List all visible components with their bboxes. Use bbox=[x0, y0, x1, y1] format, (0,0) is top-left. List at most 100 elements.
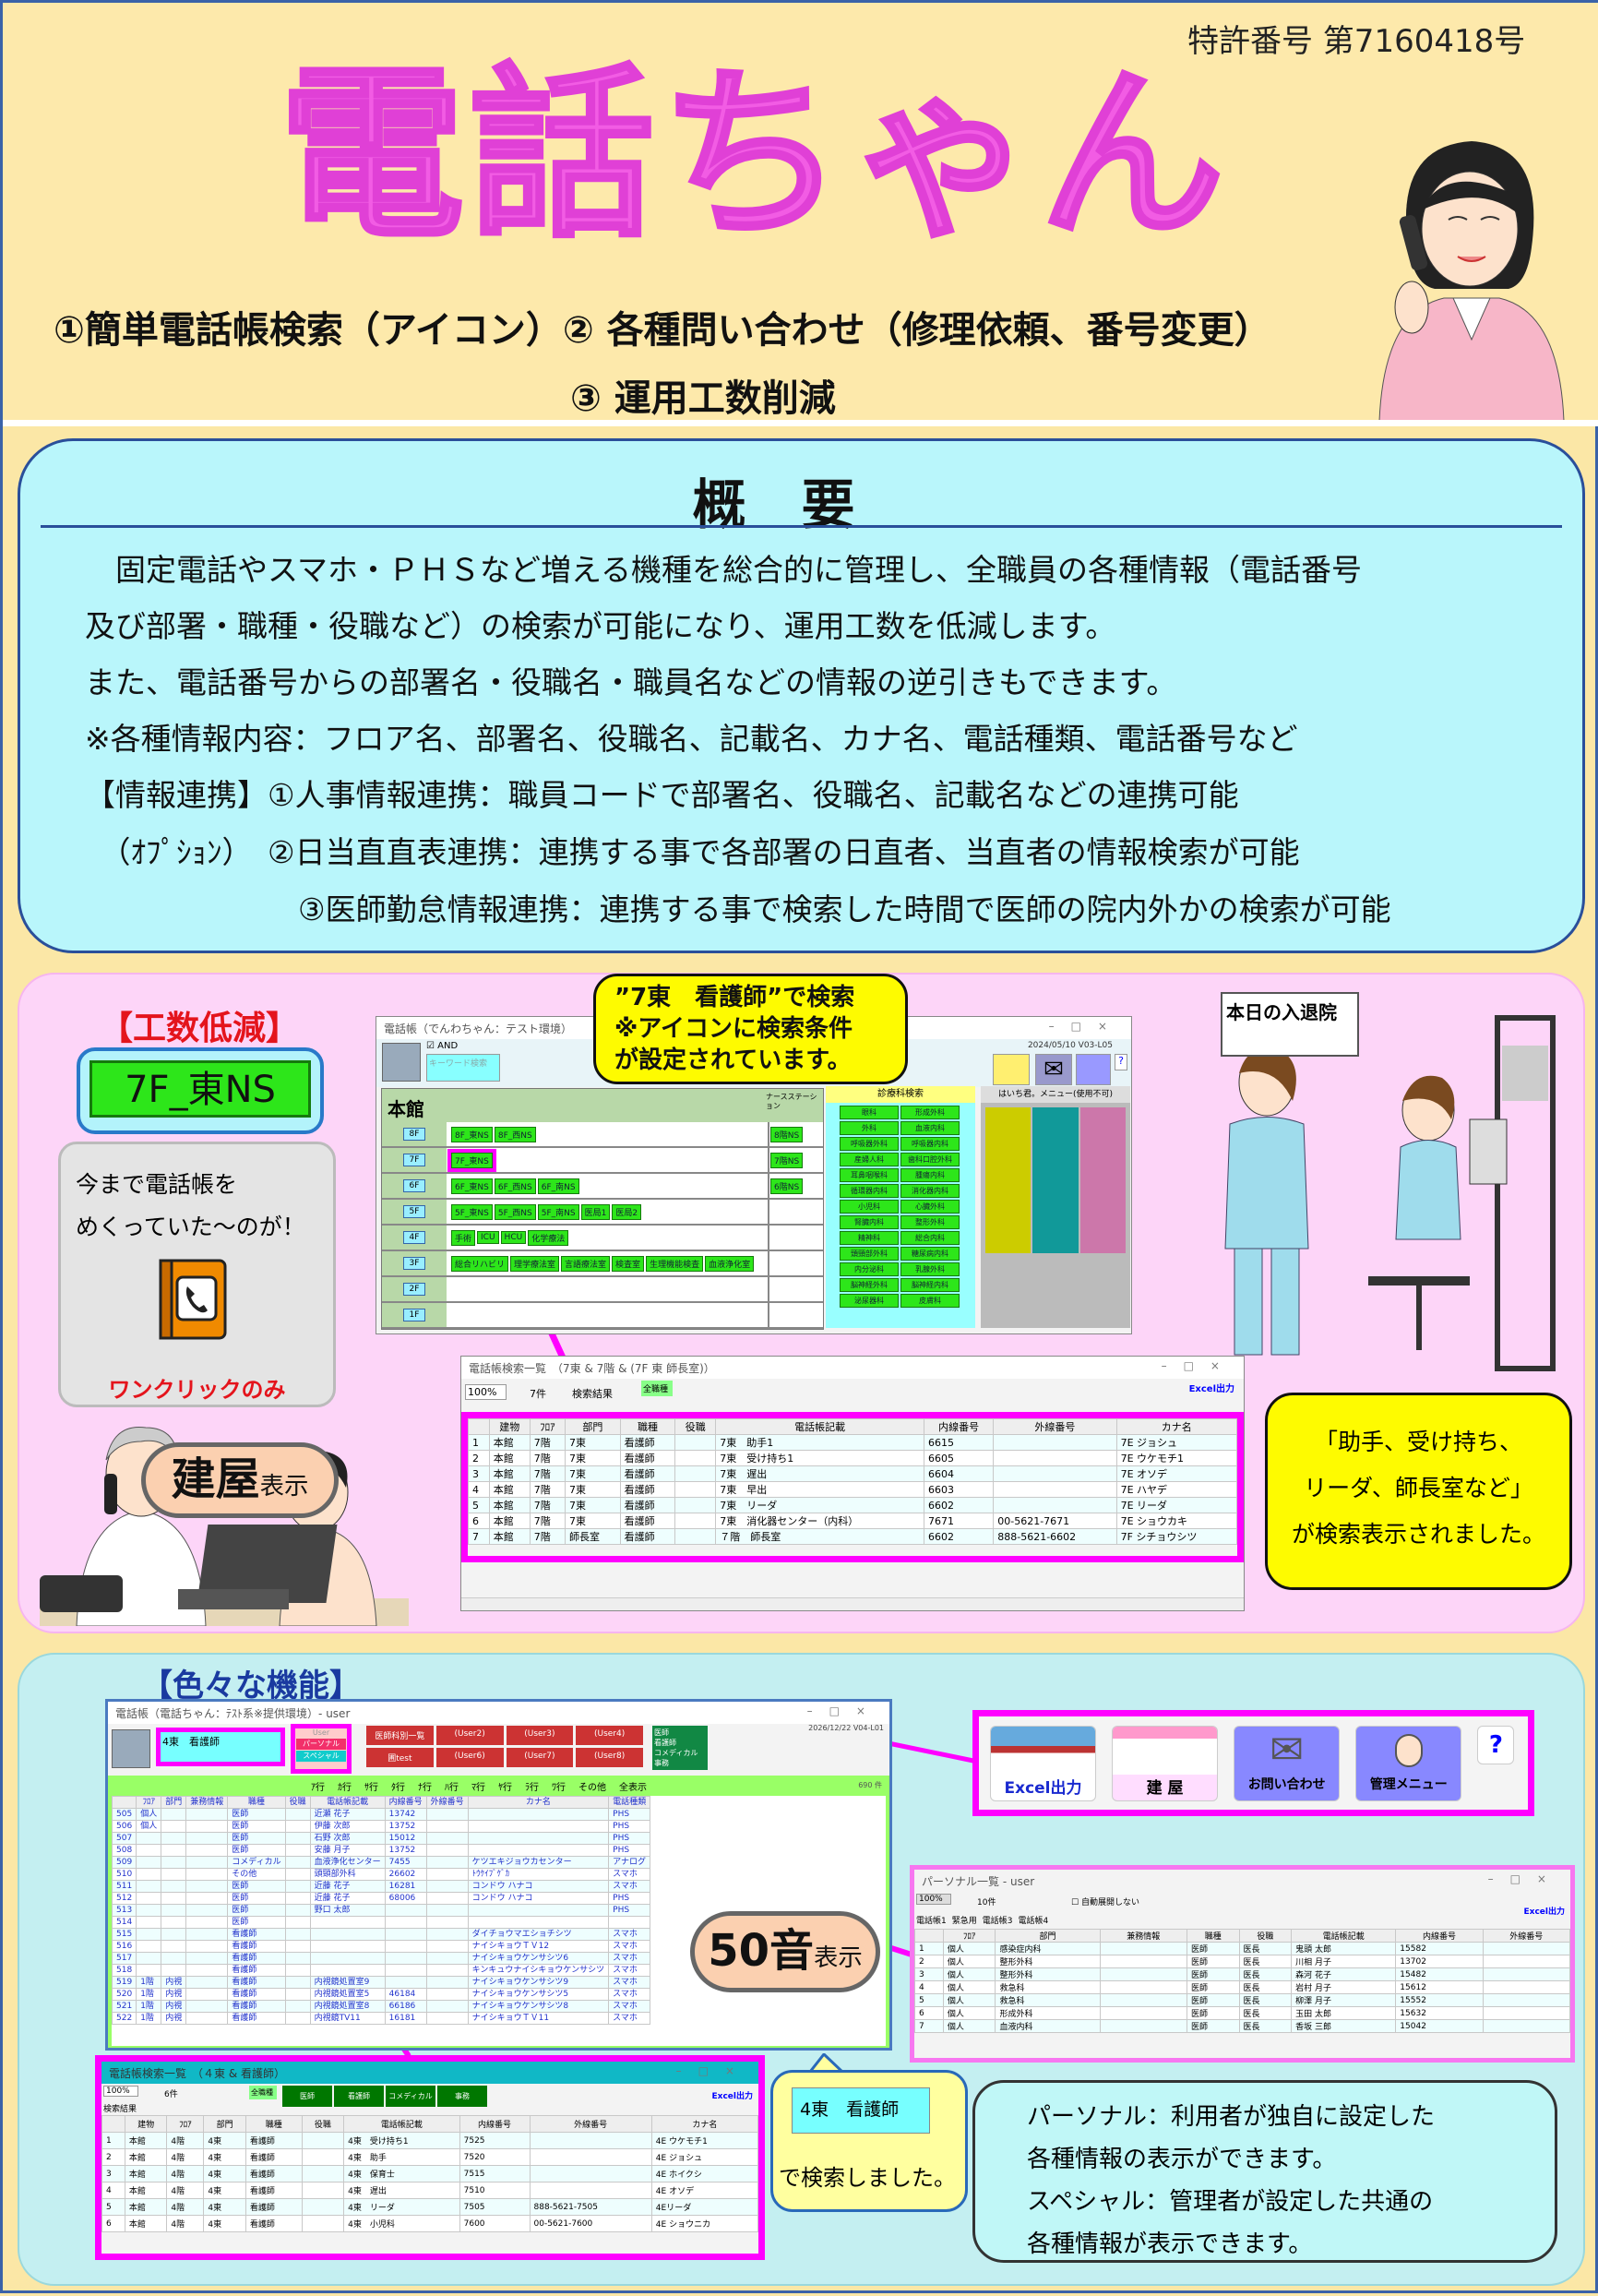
department-button[interactable]: 整形外科 bbox=[900, 1215, 960, 1229]
floor-button[interactable]: 3F bbox=[402, 1257, 426, 1270]
floor-button[interactable]: 2F bbox=[402, 1283, 426, 1296]
department-button[interactable]: 産婦人科 bbox=[840, 1153, 899, 1166]
admin-menu-icon[interactable]: 管理メニュー bbox=[1355, 1726, 1462, 1801]
personal-button[interactable]: パーソナル bbox=[296, 1739, 346, 1750]
phonebook-tab[interactable]: 電話帳4 bbox=[1018, 1917, 1049, 1926]
zoom-select[interactable]: 100% bbox=[103, 2086, 138, 2097]
job-category-icon[interactable]: 事務 bbox=[437, 2086, 487, 2107]
area-button[interactable]: 8F_東NS bbox=[451, 1126, 493, 1142]
all-jobs-checkbox[interactable]: 全職種 bbox=[249, 2086, 277, 2099]
department-button[interactable]: 外科 bbox=[840, 1121, 899, 1135]
column-header[interactable]: 電話帳記載 bbox=[1291, 1929, 1397, 1943]
kana-tab[interactable]: ﾊ行 bbox=[445, 1783, 459, 1793]
column-header[interactable]: 部門 bbox=[203, 2115, 246, 2133]
nurse-station-button[interactable]: 8階NS bbox=[770, 1126, 804, 1142]
and-checkbox[interactable]: ☑ AND bbox=[426, 1041, 459, 1051]
area-button[interactable]: 5F_東NS bbox=[451, 1203, 493, 1220]
menu-column[interactable] bbox=[985, 1107, 1032, 1253]
column-header[interactable]: カナ名 bbox=[467, 1796, 610, 1809]
column-header[interactable]: 外線番号 bbox=[529, 2115, 652, 2133]
area-button[interactable]: 医局1 bbox=[580, 1203, 611, 1220]
floor-button[interactable]: 8F bbox=[402, 1128, 426, 1141]
area-button[interactable]: 6F_西NS bbox=[494, 1178, 536, 1194]
excel-export-button[interactable]: Excel出力 bbox=[711, 2092, 753, 2101]
kana-tab[interactable]: ﾀ行 bbox=[391, 1783, 405, 1793]
area-button[interactable]: 言語療法室 bbox=[561, 1255, 611, 1272]
menu-column[interactable] bbox=[1032, 1107, 1079, 1253]
all-jobs-checkbox[interactable]: 全職種 bbox=[641, 1381, 673, 1396]
tab-search-results[interactable]: 検索結果 bbox=[103, 2105, 137, 2114]
department-button[interactable]: 眼科 bbox=[840, 1106, 899, 1119]
horizontal-scrollbar[interactable] bbox=[461, 1597, 1244, 1610]
column-header[interactable]: 兼務情報 bbox=[1099, 1929, 1187, 1943]
column-header[interactable]: 役職 bbox=[301, 2115, 345, 2133]
kana-tab[interactable]: ﾅ行 bbox=[418, 1783, 432, 1793]
department-button[interactable]: 呼吸器外科 bbox=[840, 1137, 899, 1151]
area-button[interactable]: 5F_南NS bbox=[537, 1203, 579, 1220]
job-filter-checkbox[interactable]: 医師 bbox=[654, 1728, 669, 1737]
kana-tab[interactable]: ｻ行 bbox=[364, 1783, 378, 1793]
window-controls[interactable]: –□× bbox=[1048, 1020, 1124, 1033]
column-header[interactable] bbox=[101, 2115, 125, 2133]
department-button[interactable]: 皮膚科 bbox=[900, 1294, 960, 1308]
department-button[interactable]: 歯科口腔外科 bbox=[900, 1153, 960, 1166]
area-button[interactable]: ICU bbox=[477, 1231, 499, 1244]
department-button[interactable]: 血液内科 bbox=[900, 1121, 960, 1135]
kana-tab[interactable]: ﾏ行 bbox=[471, 1783, 485, 1793]
window-controls[interactable]: –□× bbox=[675, 2064, 751, 2077]
zoom-select[interactable]: 100% bbox=[465, 1384, 507, 1400]
excel-export-icon[interactable]: Excel出力 bbox=[990, 1726, 1096, 1801]
column-header[interactable]: カナ名 bbox=[1115, 1418, 1237, 1435]
job-filter-checkbox[interactable]: コメディカル bbox=[654, 1749, 698, 1757]
department-button[interactable]: 泌尿器科 bbox=[840, 1294, 899, 1308]
department-button[interactable]: 脳神経内科 bbox=[900, 1278, 960, 1292]
keyword-search-input[interactable]: キーワード検索 bbox=[426, 1054, 500, 1082]
column-header[interactable]: 役職 bbox=[284, 1796, 311, 1809]
user-button[interactable]: (User4) bbox=[576, 1726, 643, 1745]
department-button[interactable]: 耳鼻咽喉科 bbox=[840, 1168, 899, 1182]
area-button[interactable]: 医局2 bbox=[612, 1203, 642, 1220]
user-button[interactable]: (User2) bbox=[435, 1726, 504, 1745]
excel-export-button[interactable]: Excel出力 bbox=[1523, 1907, 1565, 1917]
department-button[interactable]: 小児科 bbox=[840, 1200, 899, 1214]
column-header[interactable]: 部門 bbox=[995, 1929, 1101, 1943]
area-button[interactable]: 検査室 bbox=[612, 1255, 645, 1272]
column-header[interactable]: 兼務情報 bbox=[185, 1796, 229, 1809]
inquiry-mail-icon[interactable]: ✉お問い合わせ bbox=[1234, 1726, 1341, 1801]
zoom-select[interactable]: 100% bbox=[916, 1894, 951, 1905]
admin-menu-icon[interactable] bbox=[1076, 1054, 1111, 1085]
column-header[interactable]: ﾌﾛｱ bbox=[136, 1796, 162, 1809]
area-button[interactable]: 血液浄化室 bbox=[705, 1255, 755, 1272]
user-button[interactable]: (User6) bbox=[435, 1748, 504, 1767]
area-button[interactable]: 6F_南NS bbox=[537, 1178, 579, 1194]
user-button[interactable]: (User3) bbox=[506, 1726, 574, 1745]
column-header[interactable]: 職種 bbox=[244, 2115, 303, 2133]
user-button[interactable]: 圃test bbox=[366, 1748, 434, 1767]
column-header[interactable]: ﾌﾛｱ bbox=[166, 2115, 205, 2133]
phonebook-tab[interactable]: 緊急用 bbox=[951, 1917, 977, 1926]
job-category-icon[interactable]: コメディカル bbox=[386, 2086, 435, 2107]
floor-button[interactable]: 5F bbox=[402, 1205, 426, 1218]
job-category-icon[interactable]: 看護師 bbox=[334, 2086, 384, 2107]
kana-tab[interactable]: 全表示 bbox=[619, 1783, 647, 1793]
excel-export-button[interactable]: Excel出力 bbox=[1188, 1384, 1234, 1394]
column-header[interactable]: 建物 bbox=[488, 1418, 531, 1435]
floor-button[interactable]: 4F bbox=[402, 1231, 426, 1244]
tab-search-results[interactable]: 検索結果 bbox=[572, 1388, 613, 1400]
